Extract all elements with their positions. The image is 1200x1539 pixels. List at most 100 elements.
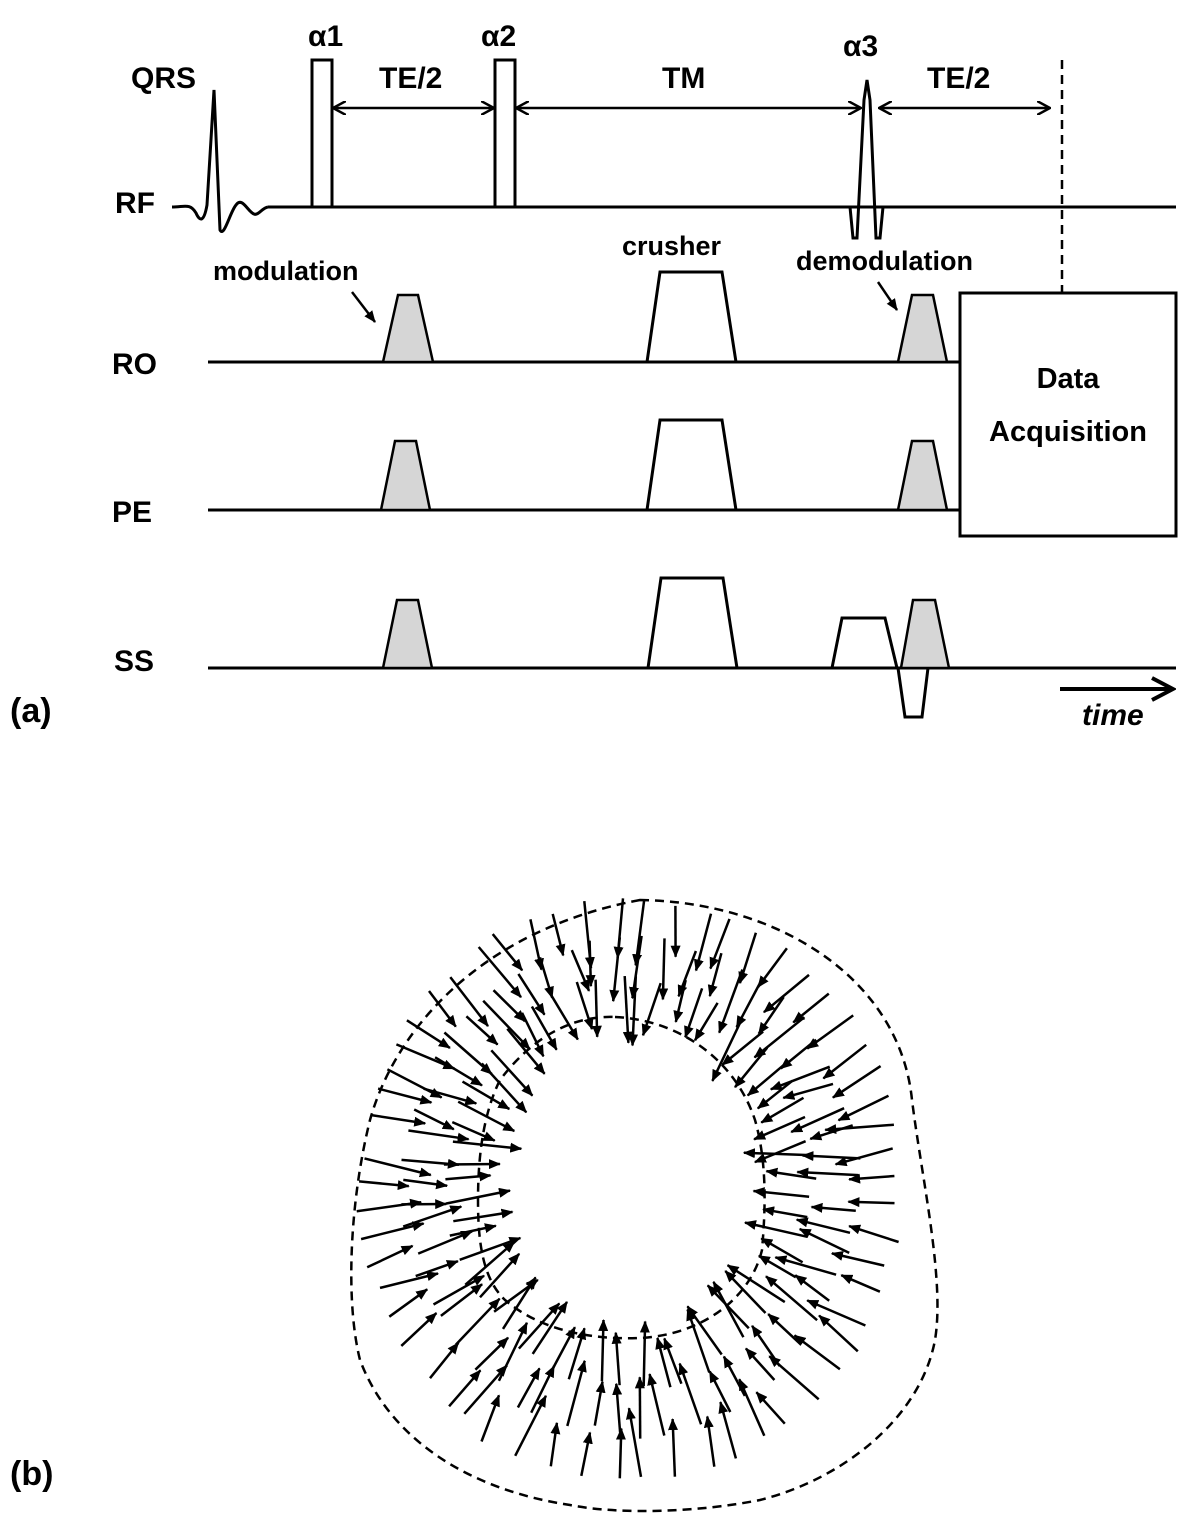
displacement-vector — [848, 1173, 895, 1184]
displacement-vector — [615, 1427, 626, 1479]
outer-myocardium-contour — [350, 898, 939, 1513]
inner-myocardium-contour — [476, 1015, 766, 1340]
displacement-vector — [848, 1224, 899, 1244]
ss-channel-label: SS — [114, 645, 154, 678]
displacement-vector — [818, 1314, 859, 1353]
displacement-vector — [830, 1251, 885, 1267]
displacement-vector — [366, 1244, 414, 1269]
displacement-vector — [655, 1337, 672, 1388]
ro-modulation-gradient — [381, 293, 435, 364]
displacement-vector — [598, 1319, 609, 1382]
displacement-vector — [482, 999, 531, 1050]
ro-crusher-gradient — [645, 270, 738, 364]
displacement-vector — [832, 1065, 882, 1099]
displacement-vector — [806, 1014, 854, 1050]
displacement-vector — [593, 1380, 606, 1426]
displacement-vector — [549, 1421, 561, 1467]
pe-modulation-gradient — [379, 439, 432, 512]
te-half-2-label: TE/2 — [927, 62, 990, 95]
displacement-vector — [721, 1030, 764, 1066]
displacement-vector — [753, 1140, 807, 1164]
displacement-vector — [709, 918, 731, 970]
alpha2-label: α2 — [481, 20, 516, 53]
displacement-vector — [445, 1171, 492, 1182]
displacement-vector — [738, 1378, 766, 1437]
displacement-vector — [641, 982, 662, 1037]
displacement-vector — [529, 919, 544, 971]
displacement-vector — [613, 898, 625, 959]
te-half-1-label: TE/2 — [379, 62, 442, 95]
ro-demodulation-gradient — [896, 293, 949, 364]
displacement-vector — [760, 1096, 805, 1124]
panel-a: (a) QRS α1 α2 α3 TE/2 TM TE/2 RF RO PE S… — [10, 20, 1178, 732]
displacement-vector — [693, 1002, 719, 1042]
displacement-vector — [742, 1148, 810, 1159]
displacement-vector — [492, 989, 526, 1023]
displacement-vector — [837, 1094, 890, 1122]
panel-a-label: (a) — [10, 692, 52, 730]
displacement-vector — [790, 1107, 845, 1134]
displacement-vector — [570, 949, 591, 992]
displacement-vector — [428, 990, 457, 1028]
displacement-vector — [415, 1260, 459, 1278]
displacement-vector — [449, 976, 489, 1027]
displacement-vector — [693, 913, 713, 972]
displacement-vector — [647, 1373, 666, 1436]
rf-pulse-alpha2 — [493, 58, 517, 209]
displacement-vector — [551, 913, 566, 957]
displacement-vector — [763, 973, 810, 1014]
displacement-vector — [724, 1270, 767, 1314]
displacement-vector — [794, 1274, 830, 1302]
displacement-vector — [517, 973, 546, 1016]
displacement-vector — [417, 1230, 474, 1255]
displacement-vector — [757, 996, 785, 1035]
displacement-vector — [774, 1255, 837, 1276]
displacement-vector — [413, 1108, 455, 1131]
displacement-vector — [491, 933, 524, 972]
displacement-vector — [622, 976, 633, 1044]
displacement-vector — [516, 1367, 541, 1409]
qrs-label: QRS — [131, 62, 196, 95]
rf-pulse-alpha3-sinc — [848, 79, 885, 240]
acquisition-label-line1: Data — [1037, 363, 1101, 395]
displacement-vector — [379, 1271, 439, 1290]
modulation-pointer — [351, 291, 376, 323]
pe-crusher-gradient — [645, 418, 738, 512]
displacement-vector — [434, 1056, 483, 1087]
displacement-vector — [612, 1382, 623, 1433]
displacement-vector — [506, 1028, 546, 1075]
displacement-vector — [767, 1313, 802, 1346]
displacement-vector — [477, 946, 522, 999]
displacement-vector — [678, 1362, 703, 1425]
displacement-vector — [769, 1065, 831, 1091]
displacement-vector — [432, 1274, 485, 1306]
displacement-vector — [822, 1043, 867, 1080]
displacement-vector — [756, 947, 788, 988]
displacement-vector — [632, 898, 646, 967]
displacement-vector — [795, 1217, 851, 1235]
displacement-vector — [575, 981, 594, 1031]
crusher-label: crusher — [622, 231, 722, 261]
ss-crusher-gradient — [646, 576, 739, 670]
displacement-vector — [567, 1327, 587, 1380]
modulation-label: modulation — [213, 256, 358, 286]
ss-demodulation-gradient — [899, 598, 951, 670]
displacement-vector — [755, 1391, 786, 1425]
displacement-vector — [440, 1283, 483, 1317]
displacement-vector — [810, 1202, 856, 1213]
displacement-vector — [611, 1331, 622, 1386]
displacement-vector — [668, 1418, 679, 1477]
displacement-vector — [448, 1369, 482, 1408]
displacement-vector — [753, 1016, 806, 1059]
displacement-vector — [734, 1046, 769, 1088]
displacement-vector — [757, 1079, 794, 1110]
panel-b-label: (b) — [10, 1455, 53, 1493]
rf-channel-label: RF — [115, 187, 155, 220]
displacement-vector — [452, 1140, 523, 1153]
displacement-vector — [840, 1274, 881, 1293]
displacement-vector — [765, 1275, 818, 1322]
displacement-vector — [517, 1302, 561, 1350]
displacement-vector — [443, 1031, 493, 1075]
ss-refocus-lobe — [896, 667, 930, 719]
displacement-vector — [580, 1431, 593, 1477]
